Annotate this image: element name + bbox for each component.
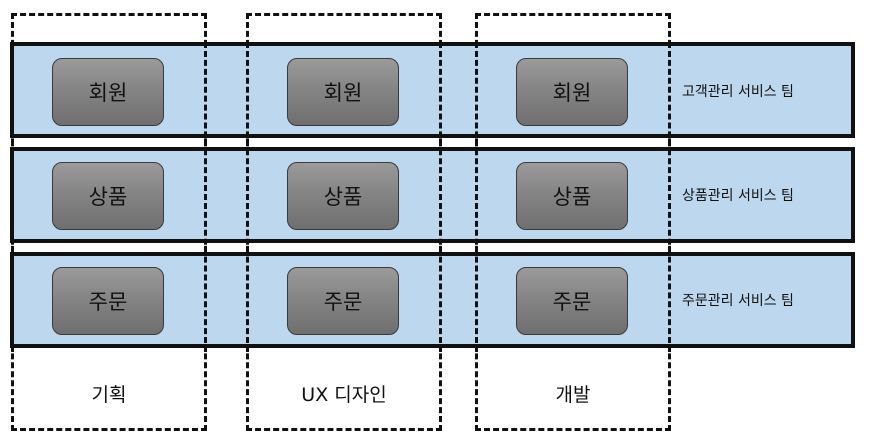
domain-box-member-planning: 회원 [52,58,164,126]
domain-box-product-planning: 상품 [52,162,164,230]
domain-box-order-ux: 주문 [287,267,399,335]
column-edge [439,42,442,352]
column-edge [668,42,671,352]
team-label-product: 상품관리 서비스 팀 [682,188,794,204]
column-edge [11,42,14,352]
column-label-planning: 기획 [91,384,127,406]
domain-box-product-ux: 상품 [287,162,399,230]
column-edge [475,42,478,352]
team-label-customer: 고객관리 서비스 팀 [682,84,794,100]
domain-box-order-planning: 주문 [52,267,164,335]
column-label-development: 개발 [555,384,591,406]
team-label-order: 주문관리 서비스 팀 [682,293,794,309]
column-label-ux-design: UX 디자인 [301,384,387,406]
domain-box-order-dev: 주문 [516,267,628,335]
column-edge [204,42,207,352]
column-edge [246,42,249,352]
domain-box-member-dev: 회원 [516,58,628,126]
domain-box-product-dev: 상품 [516,162,628,230]
domain-box-member-ux: 회원 [287,58,399,126]
